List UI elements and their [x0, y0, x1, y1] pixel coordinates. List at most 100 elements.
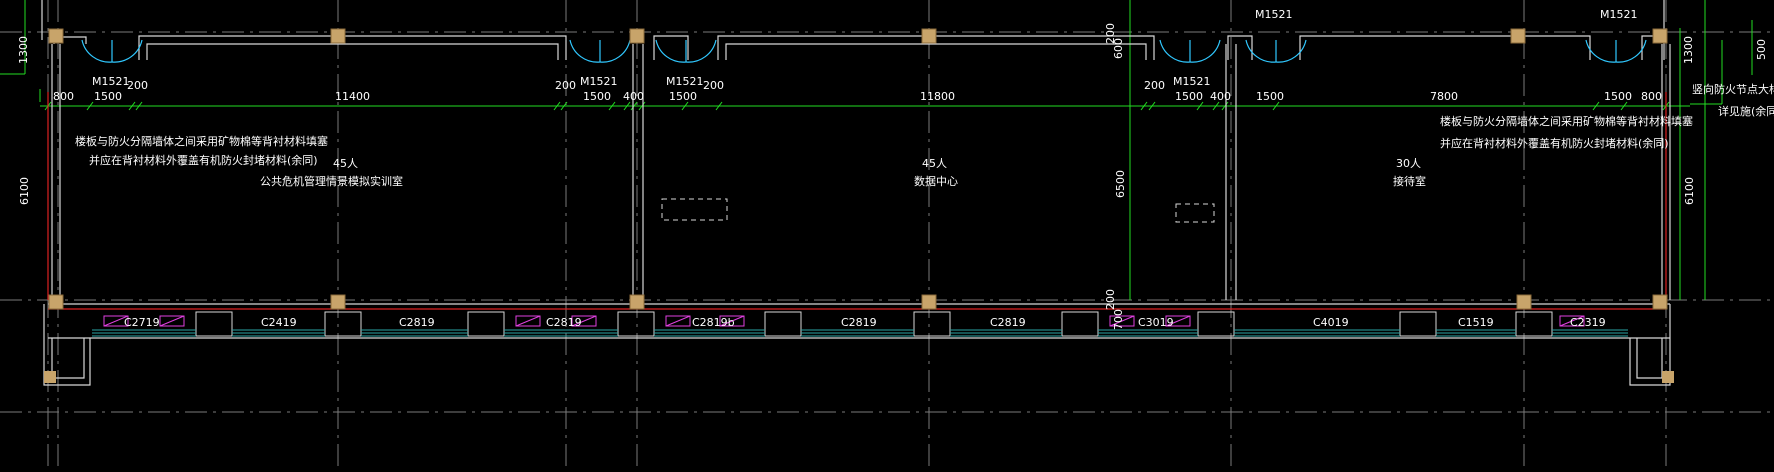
column [921, 294, 937, 310]
door-5-right-leaf [1275, 39, 1307, 63]
window-label-7: C2819 [990, 316, 1026, 329]
dimension-tick [560, 101, 568, 111]
window-pier [195, 311, 233, 337]
dim-top-11: 200 [1144, 79, 1165, 92]
room-name-1: 公共危机管理情景模拟实训室 [260, 174, 403, 188]
dim-right-outer: 1300 [1682, 36, 1695, 64]
window-hatch-stroke [571, 315, 597, 327]
dimension-tick [681, 101, 689, 111]
dimension-tick [1221, 101, 1229, 111]
room-name-3: 接待室 [1393, 174, 1426, 188]
dimension-tick [1140, 101, 1148, 111]
window-labels: C2719 C2419 C2819 C2819 C2819b C2819 C28… [124, 316, 1606, 329]
dimension-tick [715, 101, 723, 111]
dimension-tick [1592, 101, 1600, 111]
column [1516, 294, 1532, 310]
dim-left-outer: 1300 [17, 36, 30, 64]
column [330, 28, 346, 44]
window-hatch-box [1559, 315, 1585, 327]
window-hatch-box [571, 315, 597, 327]
window-hatch-stroke [515, 315, 541, 327]
window-hatch-stroke [665, 315, 691, 327]
column [921, 28, 937, 44]
dimension-tick [135, 101, 143, 111]
dim-middle-a: 200 [1104, 23, 1117, 44]
door-label-4: M1521 [1173, 75, 1211, 88]
note-right-line2: 并应在背衬材料外覆盖有机防火封堵材料(余同) [1440, 136, 1669, 150]
note-left-line2: 并应在背衬材料外覆盖有机防火封堵材料(余同) [89, 153, 318, 167]
dimension-tick [1272, 101, 1280, 111]
column [48, 294, 64, 310]
window-label-3: C2819 [399, 316, 435, 329]
window-label-1: C2719 [124, 316, 160, 329]
top-dimension-labels: 800 1500 200 11400 200 1500 400 1500 200… [53, 79, 1662, 103]
door-2-left-leaf [569, 39, 601, 63]
dim-top-6: 1500 [583, 90, 611, 103]
column [1510, 28, 1526, 44]
door-label-6: M1521 [1600, 8, 1638, 21]
window-hatch-box [1165, 315, 1191, 327]
window-hatch-stroke [1165, 315, 1191, 327]
dimension-tick [608, 101, 616, 111]
door-6-left-leaf [1585, 39, 1617, 63]
column [330, 294, 346, 310]
dim-right-edge: 500 [1755, 39, 1768, 60]
dim-top-9: 200 [703, 79, 724, 92]
column [48, 28, 64, 44]
red-outline [47, 92, 1667, 310]
door-label-5: M1521 [1255, 8, 1293, 21]
room-capacity-2: 45人 [922, 157, 947, 170]
window-pier [764, 311, 802, 337]
dim-top-4: 11400 [335, 90, 370, 103]
dimension-tick [1620, 101, 1628, 111]
dimension-tick [1196, 101, 1204, 111]
window-pier [1515, 311, 1553, 337]
window-hatch-box [515, 315, 541, 327]
door-2-right-leaf [599, 39, 631, 63]
dim-top-5: 200 [555, 79, 576, 92]
dimension-tick [128, 101, 136, 111]
window-hatch-stroke [1559, 315, 1585, 327]
dimension-lines [0, 0, 1753, 300]
room-name-2: 数据中心 [914, 174, 958, 188]
window-hatch-box [665, 315, 691, 327]
door-4-left-leaf [1159, 39, 1191, 63]
window-label-2: C2419 [261, 316, 297, 329]
dimension-tick [623, 101, 631, 111]
dim-top-2: 1500 [94, 90, 122, 103]
dimension-tick [638, 101, 646, 111]
window-pier [324, 311, 362, 337]
window-hatch-markers [103, 315, 1585, 327]
window-hatch-box [719, 315, 745, 327]
column [1662, 371, 1674, 383]
note-edge-line2: 详见施(余同) [1718, 104, 1774, 118]
door-1-left-leaf [81, 39, 113, 63]
window-sills [92, 329, 1628, 337]
dim-top-7: 400 [623, 90, 644, 103]
structural-columns [44, 28, 1674, 383]
window-pier [467, 311, 505, 337]
window-piers [195, 311, 1553, 337]
window-hatch-stroke [159, 315, 185, 327]
dim-top-10: 11800 [920, 90, 955, 103]
window-label-6: C2819 [841, 316, 877, 329]
dim-right-main: 6100 [1683, 177, 1696, 205]
dim-top-8: 1500 [669, 90, 697, 103]
door-1-right-leaf [111, 39, 143, 63]
room-capacity-3: 30人 [1396, 157, 1421, 170]
door-4-right-leaf [1189, 39, 1221, 63]
dim-middle-bottom: 200 [1104, 289, 1117, 310]
note-edge-line1: 竖向防火节点大样 [1692, 82, 1774, 96]
window-pier [617, 311, 655, 337]
dim-top-1: 800 [53, 90, 74, 103]
window-hatch-stroke [1109, 315, 1135, 327]
column [1652, 28, 1668, 44]
door-3-right-leaf [685, 39, 717, 63]
dimension-tick [86, 101, 94, 111]
dimension-tick [1212, 101, 1220, 111]
window-hatch-box [103, 315, 129, 327]
window-label-4: C2819 [546, 316, 582, 329]
column [1652, 294, 1668, 310]
